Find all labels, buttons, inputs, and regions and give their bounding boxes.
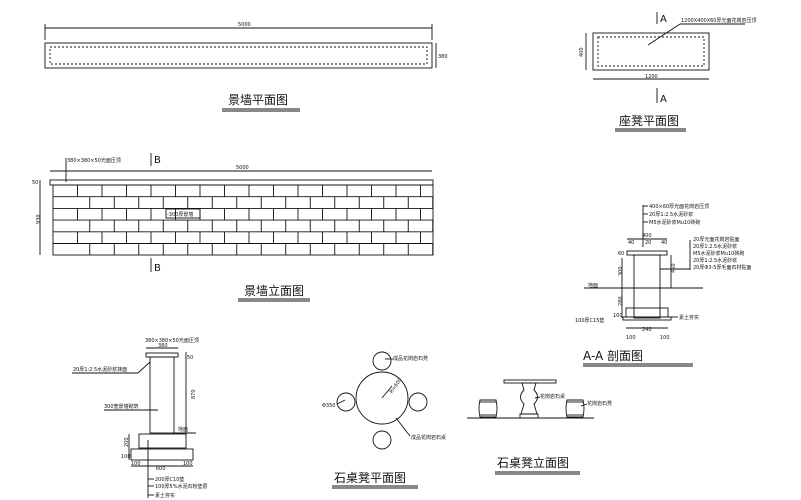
bb-dim-coping: 380 (158, 343, 168, 349)
bb-coping (145, 352, 179, 358)
wall-plan-outline (44, 42, 433, 69)
wall-elevation-title: 景墙立面图 (244, 283, 304, 298)
bb-base (130, 448, 194, 461)
bb-dim-side-left: 100 (131, 461, 141, 467)
aa-column (633, 254, 661, 319)
aa-dim-cap-right: 40 (661, 240, 667, 246)
aa-dim-above: 300 (618, 266, 624, 276)
table-elev-table-label: 花岗岩石桌 (540, 393, 565, 400)
bb-bottom-label-3: 素土夯实 (155, 492, 175, 499)
table-plan-stool-label: 成品花岗岩石凳 (393, 355, 428, 362)
stool-circle (336, 392, 356, 412)
table-plan: 成品花岗岩石凳 R=600 Φ350 成品花岗岩石桌 石桌凳平面图 (322, 351, 446, 489)
stool-circle (372, 430, 392, 450)
aa-dim-below: 280 (618, 296, 624, 306)
section-mark-a-bottom: A (660, 94, 667, 105)
table-elevation-title: 石桌凳立面图 (497, 455, 569, 470)
aa-side-label-3: M5水泥砂浆Mu10砖砌 (693, 250, 744, 257)
wall-elevation-outline (52, 184, 434, 256)
wall-coping (49, 179, 434, 186)
table-top-circle (355, 371, 409, 425)
bb-bottom-label-1: 200厚C10垫 (155, 476, 184, 483)
section-mark-b-top: B (154, 155, 161, 166)
bb-coping-label: 380×380×50光面压顶 (145, 337, 199, 344)
seat-plan-dim-length: 1200 (645, 74, 658, 80)
aa-dim-cap-left: 40 (628, 240, 634, 246)
section-bb: 380×380×50光面压顶 380 20厚1:2.5水泥砂浆抹面 300宽景墙… (72, 337, 207, 499)
aa-dim-cap-h: 60 (618, 251, 624, 257)
coping-label: 380×380×50光面压顶 (67, 157, 121, 164)
aa-dim-seat: 450 (671, 263, 677, 273)
aa-dim-base-h: 100 (613, 313, 623, 319)
bb-wall-label: 300宽景墙砌筑 (104, 403, 139, 410)
aa-side-label-5: 20厚Φ3-5厚毛面石材贴面 (693, 264, 751, 271)
bb-dim-top: 50 (187, 355, 193, 361)
wall-elevation-dim-height: 930 (36, 214, 42, 224)
wall-plan: 5000 380 景墙平面图 (44, 22, 448, 112)
section-aa: 400×60厚光面花岗岩压顶 20厚1:2.5水泥砂浆 M5水泥砂浆Mu10砖砌… (575, 203, 751, 367)
wall-plan-inner (49, 46, 428, 65)
bb-bottom-label-2: 100厚5%水泥石粉垫层 (155, 483, 207, 490)
wall-label: -300厚景墙 (167, 211, 193, 218)
section-aa-title: A-A 剖面图 (583, 349, 643, 363)
bb-dim-height: 870 (191, 389, 197, 399)
aa-ground-label: 地面 (588, 282, 598, 289)
aa-top-label-2: 20厚1:2.5水泥砂浆 (649, 211, 693, 218)
wall-plan-dim-width: 380 (438, 54, 448, 60)
table-elev-stool-left (478, 399, 498, 418)
aa-side-label-1: 20厚光面花岗岩贴面 (693, 236, 739, 243)
wall-elevation: B B 380×380×50光面压顶 5000 50 930 -300厚景墙 景… (32, 153, 434, 302)
stool-circle (372, 351, 392, 371)
wall-plan-title: 景墙平面图 (228, 93, 288, 107)
wall-plan-dim-length: 5000 (238, 22, 251, 28)
aa-dim-base-w: 240 (642, 327, 652, 333)
brick-pattern (53, 185, 434, 255)
table-plan-stool-dim: Φ350 (322, 403, 335, 409)
aa-soil-label: 素土夯实 (679, 314, 699, 321)
seat-plan-label: 1200X400X60厚光面花岗岩压顶 (681, 17, 756, 24)
aa-dim-side-left: 100 (626, 335, 636, 341)
wall-elevation-dim-coping: 50 (32, 180, 38, 186)
aa-side-label-4: 20厚1:2.5水泥砂浆 (693, 257, 737, 264)
aa-foundation (625, 307, 669, 318)
table-plan-table-label: 成品花岗岩石桌 (411, 434, 446, 441)
aa-side-label-2: 20厚1:2.5水泥砂浆 (693, 243, 737, 250)
bb-ground-label: 地面 (178, 426, 188, 433)
table-elev-pedestal (520, 382, 538, 415)
seat-plan-title: 座凳平面图 (619, 113, 679, 128)
aa-dim-top: 400 (642, 233, 652, 239)
wall-elevation-dim-length: 5000 (236, 165, 249, 171)
table-plan-title: 石桌凳平面图 (334, 470, 406, 485)
bb-plaster-label: 20厚1:2.5水泥砂浆抹面 (73, 366, 127, 373)
section-mark-b-bottom: B (154, 263, 161, 274)
bb-dim-footing-h: 200 (124, 437, 130, 447)
table-elev-stool-label: 花岗岩石凳 (587, 400, 612, 407)
bb-wall (149, 356, 175, 434)
seat-plan-outline (592, 32, 710, 71)
bb-dim-side-right: 100 (183, 461, 193, 467)
table-elev-stool-right (565, 399, 585, 418)
table-elevation: 花岗岩石桌 花岗岩石凳 石桌凳立面图 (467, 379, 612, 475)
aa-dim-side-right: 100 (660, 335, 670, 341)
bb-dim-footing-w: 600 (156, 466, 166, 472)
stool-circle (408, 392, 428, 412)
seat-plan-dim-width: 400 (579, 47, 585, 57)
bb-dim-base-h: 100 (121, 454, 131, 460)
table-plan-radius-label: R=600 (389, 377, 404, 395)
section-mark-a-top: A (660, 14, 667, 25)
aa-base-label: 100厚C15垫 (575, 317, 604, 324)
aa-top-label-1: 400×60厚光面花岗岩压顶 (649, 203, 709, 210)
aa-side-labels: 20厚光面花岗岩贴面 20厚1:2.5水泥砂浆 M5水泥砂浆Mu10砖砌 20厚… (693, 236, 751, 271)
aa-top-label-3: M5水泥砂浆Mu10砖砌 (649, 219, 700, 226)
seat-plan: A A 1200X400X60厚光面花岗岩压顶 400 1200 座凳平面图 (579, 12, 756, 132)
bb-footing (138, 433, 187, 449)
aa-cap (626, 250, 668, 256)
aa-dim-cap-mid: 20 (645, 240, 651, 246)
